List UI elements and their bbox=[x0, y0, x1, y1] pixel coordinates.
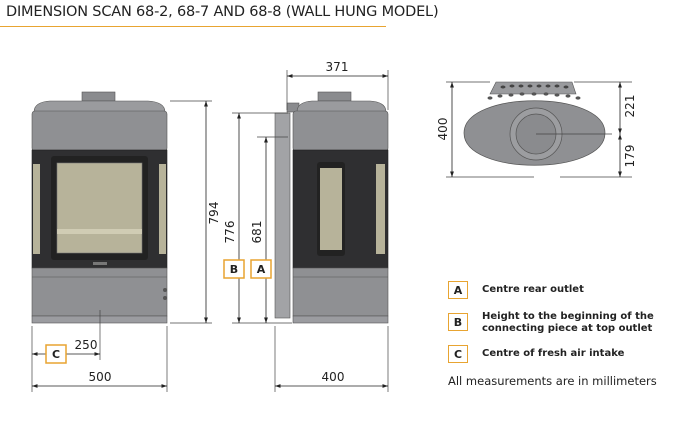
side-door-window bbox=[320, 168, 342, 250]
side-wall-bracket bbox=[274, 112, 291, 319]
front-height-dimension: 794 bbox=[207, 202, 221, 225]
front-log-grate bbox=[57, 229, 142, 234]
marker-a-box bbox=[250, 259, 272, 279]
legend-text-a: Centre rear outlet bbox=[482, 284, 584, 295]
legend-text-b: Height to the beginning of the connectin… bbox=[482, 311, 654, 334]
front-door-window bbox=[56, 162, 143, 254]
marker-b-box bbox=[223, 259, 245, 279]
side-view bbox=[274, 91, 389, 324]
side-height-b-dimension: 776 bbox=[223, 221, 237, 244]
legend-text-c: Centre of fresh air intake bbox=[482, 348, 625, 359]
front-c-offset-dimension: 250 bbox=[75, 338, 98, 352]
page-title: DIMENSION SCAN 68-2, 68-7 AND 68-8 (WALL… bbox=[6, 4, 439, 20]
marker-a-label: A bbox=[257, 263, 266, 276]
front-left-side-glass bbox=[33, 164, 40, 254]
title-underline bbox=[0, 26, 386, 27]
side-glass-panel bbox=[376, 164, 385, 254]
front-top-cap bbox=[33, 100, 166, 113]
side-flue-collar bbox=[317, 91, 352, 102]
side-depth-dimension: 400 bbox=[322, 370, 345, 384]
front-upper-body bbox=[31, 110, 168, 152]
side-upper-body bbox=[292, 110, 389, 152]
front-door-handle bbox=[93, 262, 107, 265]
side-height-a-dimension: 681 bbox=[250, 221, 264, 244]
front-right-side-glass bbox=[159, 164, 166, 254]
units-footnote: All measurements are in millimeters bbox=[448, 374, 657, 388]
side-top-width-dimension: 371 bbox=[326, 60, 349, 74]
legend-letter-b: B bbox=[448, 313, 468, 331]
legend-letter-a: A bbox=[448, 281, 468, 299]
front-lower-body bbox=[31, 267, 168, 317]
front-view bbox=[31, 91, 168, 324]
side-lower-body bbox=[292, 267, 389, 317]
top-depth-dimension: 400 bbox=[436, 118, 450, 141]
front-width-dimension: 500 bbox=[89, 370, 112, 384]
front-base-plate bbox=[31, 315, 168, 324]
marker-c-label: C bbox=[52, 348, 60, 361]
top-view bbox=[463, 81, 612, 166]
front-flue-collar bbox=[81, 91, 116, 102]
marker-c-box bbox=[45, 344, 67, 364]
top-front-offset-dimension: 179 bbox=[623, 145, 637, 168]
front-air-control-knob bbox=[163, 288, 167, 292]
marker-b-label: B bbox=[230, 263, 238, 276]
legend-letter-c: C bbox=[448, 345, 468, 363]
top-rear-offset-dimension: 221 bbox=[623, 95, 637, 118]
